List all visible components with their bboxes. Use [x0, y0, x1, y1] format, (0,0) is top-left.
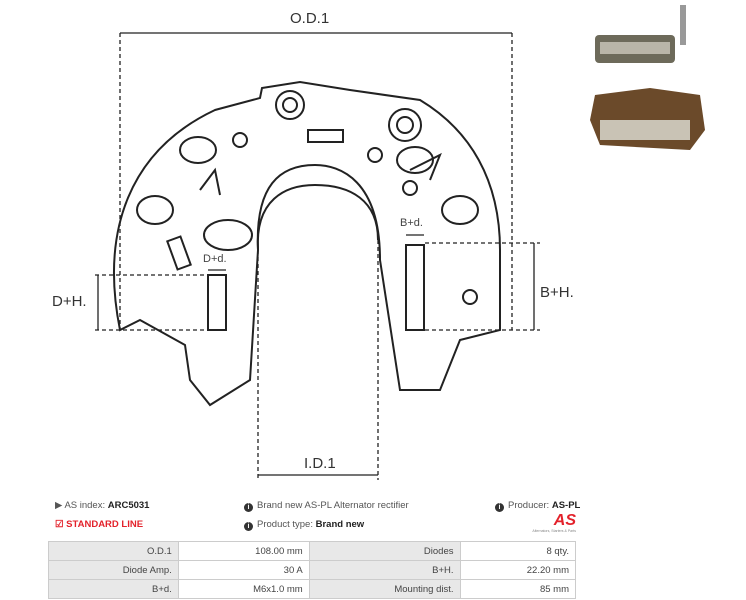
- standard-line-badge: ☑ STANDARD LINE: [55, 519, 144, 530]
- as-index: ▶ AS index: ARC5031: [55, 500, 150, 511]
- od-label: O.D.1: [290, 10, 330, 27]
- technical-drawing: [95, 5, 705, 480]
- bd-label: B+d.: [400, 217, 423, 229]
- id-label: I.D.1: [304, 455, 336, 472]
- info-icon: i: [244, 522, 253, 531]
- bh-label: B+H.: [540, 284, 574, 301]
- dd-label: D+d.: [203, 253, 227, 265]
- dh-label: D+H.: [52, 293, 87, 310]
- tag-icon: ▶: [55, 500, 63, 511]
- checkbox-icon: ☑: [55, 519, 64, 530]
- as-pl-logo: AS Alternators, Starters & Parts: [532, 512, 576, 534]
- info-icon: i: [244, 503, 253, 512]
- info-icon: i: [495, 503, 504, 512]
- product-photos: [590, 5, 705, 150]
- rectifier-outline: [113, 80, 501, 407]
